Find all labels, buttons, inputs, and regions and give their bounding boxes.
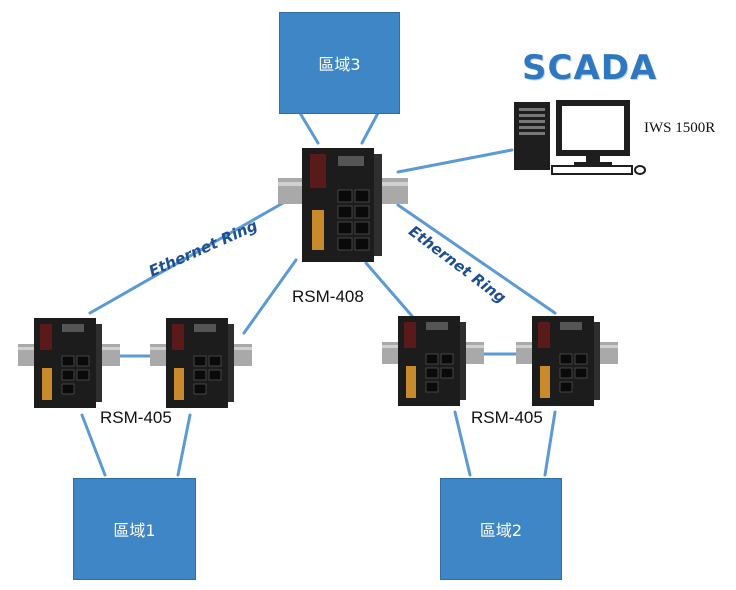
zone-1-box: 區域1 bbox=[73, 478, 196, 580]
zone-2-label: 區域2 bbox=[479, 521, 523, 540]
switch-rsm-405-left-a bbox=[18, 318, 120, 408]
scada-pc-label: IWS 1500R bbox=[644, 120, 716, 136]
switch-rsm-405-left-b bbox=[150, 318, 252, 408]
scada-title: SCADA bbox=[522, 48, 658, 88]
label-rsm-405-right: RSM-405 bbox=[471, 408, 543, 427]
link-center-scada bbox=[396, 148, 514, 174]
zone-3-box: 區域3 bbox=[279, 12, 400, 114]
link-zone1-b bbox=[176, 413, 192, 477]
switch-rsm-408 bbox=[278, 148, 408, 262]
link-zone2-b bbox=[543, 410, 557, 477]
link-center-left-outer bbox=[88, 201, 285, 315]
link-zone1-a bbox=[80, 413, 107, 477]
link-zone3-center-a bbox=[298, 111, 320, 145]
label-rsm-408: RSM-408 bbox=[292, 287, 364, 306]
zone-2-box: 區域2 bbox=[440, 478, 562, 580]
zone-3-label: 區域3 bbox=[318, 55, 361, 74]
link-center-right-inner bbox=[364, 261, 414, 318]
switch-rsm-405-right-a bbox=[382, 316, 484, 406]
link-center-left-inner bbox=[242, 258, 298, 335]
link-center-right-outer bbox=[396, 203, 557, 315]
link-zone2-a bbox=[453, 410, 472, 477]
link-zone3-center-b bbox=[360, 111, 380, 145]
scada-pc-icon bbox=[514, 100, 646, 175]
label-rsm-405-left: RSM-405 bbox=[100, 408, 172, 427]
zone-1-label: 區域1 bbox=[113, 521, 156, 540]
switch-rsm-405-right-b bbox=[516, 316, 618, 406]
